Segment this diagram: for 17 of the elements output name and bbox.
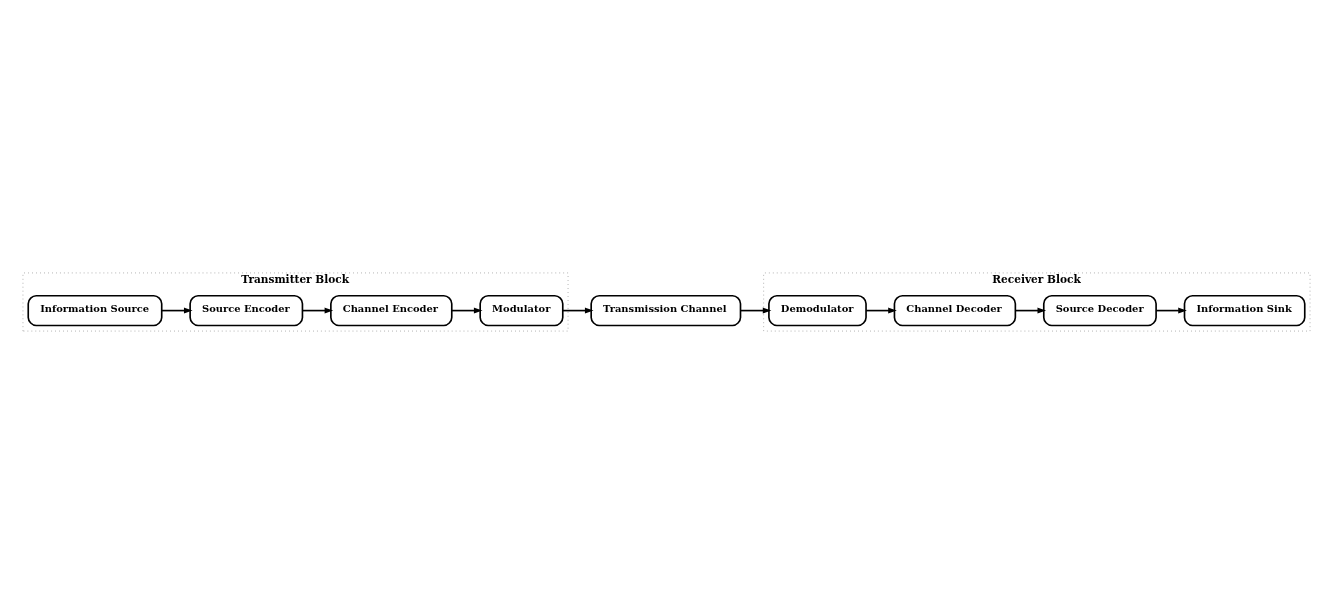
arrow xyxy=(1155,307,1187,314)
node-box: Modulator xyxy=(479,294,564,327)
node-box: Channel Encoder xyxy=(330,294,453,327)
node-box: Channel Decoder xyxy=(893,294,1017,327)
node-box: Information Sink xyxy=(1183,294,1306,327)
arrow xyxy=(451,307,483,314)
arrow xyxy=(562,307,594,314)
arrow xyxy=(1014,307,1047,314)
node-box: Source Decoder xyxy=(1042,294,1157,327)
node-box: Transmission Channel xyxy=(590,294,742,327)
node-box: Demodulator xyxy=(768,294,867,327)
arrow xyxy=(301,307,334,314)
arrow xyxy=(865,307,897,314)
arrow xyxy=(739,307,772,314)
arrow xyxy=(161,307,193,314)
node-box: Source Encoder xyxy=(189,294,304,327)
node-box: Information Source xyxy=(27,294,163,327)
